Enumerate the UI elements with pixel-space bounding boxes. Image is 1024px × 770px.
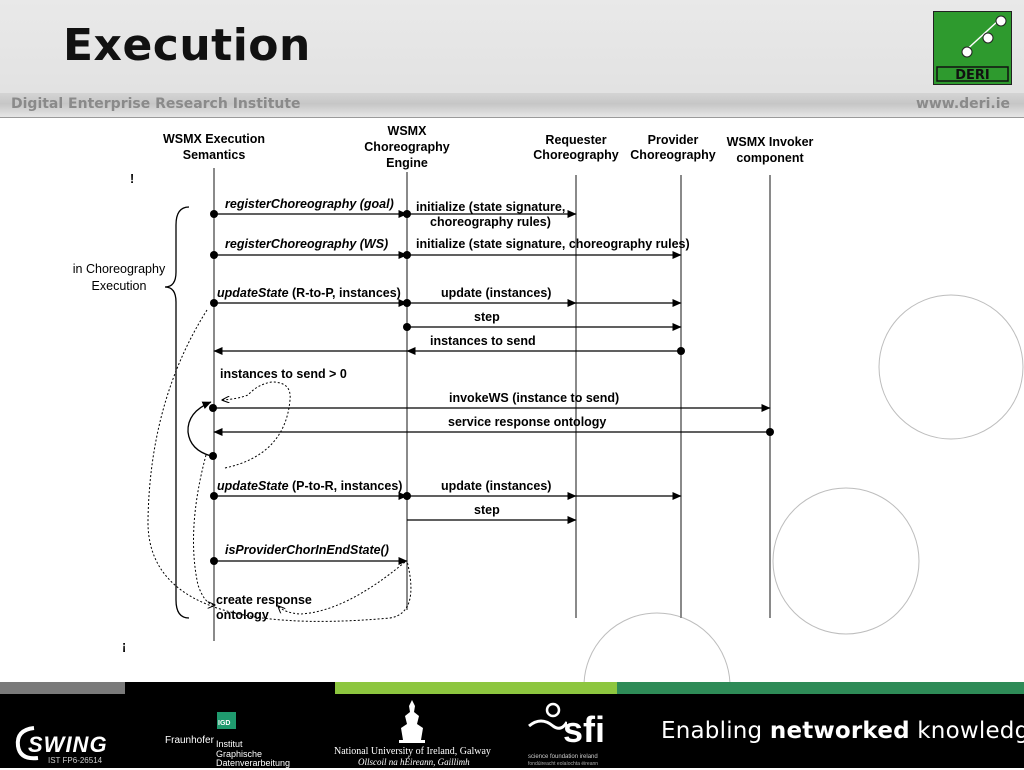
label-update-instances-1: update (instances) [441, 286, 551, 300]
sfi-line-1: science foundation ireland [528, 754, 598, 760]
message-arrows [213, 210, 771, 565]
header-execution-semantics-1: WSMX Execution [163, 132, 265, 146]
marker-bottom: ¡ [122, 639, 126, 653]
subtitle-bar [0, 93, 1024, 118]
marker-top: ! [130, 172, 134, 186]
nuig-line-1: National University of Ireland, Galway [334, 746, 491, 757]
dotted-loop-link [147, 309, 412, 622]
decorative-circles [583, 294, 1024, 682]
slide-header [0, 0, 1024, 93]
label-register-ws: registerChoreography (WS) [225, 237, 388, 251]
label-initialize-1-line2: choreography rules) [430, 215, 551, 229]
tagline-post: knowledge. [917, 718, 1024, 744]
dotted-end-link [278, 561, 406, 615]
dotted-links [147, 309, 412, 622]
footer-stripe-teal [617, 682, 1024, 694]
igd-line-1: Institut [216, 739, 243, 749]
label-update-state-1-args: (R-to-P, instances) [289, 286, 401, 300]
execution-bracket [164, 206, 190, 619]
fraunhofer-name: Fraunhofer [165, 735, 214, 746]
label-service-response: service response ontology [448, 415, 606, 429]
swing-logo: SWING IST FP6-26514 [12, 722, 112, 766]
website-url[interactable]: www.deri.ie [915, 96, 1010, 112]
label-update-state-1: updateState (R-to-P, instances) [217, 286, 401, 300]
label-update-state-1-fn: updateState [217, 286, 289, 300]
igd-badge: IGD [217, 712, 236, 729]
deri-logo: DERI [933, 11, 1012, 85]
label-instances-condition: instances to send > 0 [220, 367, 347, 381]
label-create-response-2: ontology [216, 608, 269, 622]
swing-logo-sub: IST FP6-26514 [48, 756, 103, 765]
label-step-1: step [474, 310, 500, 324]
header-provider-choreography-1: Provider [648, 133, 699, 147]
sfi-line-2: fondúireacht eolaíochta éireann [528, 761, 599, 767]
footer-tagline: Enabling networked knowledge. [661, 718, 1024, 744]
nuig-line-2: Ollscoil na hÉireann, Gaillimh [358, 757, 470, 767]
label-initialize-2: initialize (state signature, choreograph… [416, 237, 690, 251]
header-choreography-engine-2: Choreography [364, 140, 449, 154]
igd-line-3: Datenverarbeitung [216, 758, 291, 768]
dotted-create-link [193, 454, 216, 605]
sfi-logo-text: sfi [563, 709, 606, 750]
footer-stripe-black [125, 682, 335, 694]
institute-name: Digital Enterprise Research Institute [11, 96, 301, 112]
bracket-label-1: in Choreography [73, 262, 166, 276]
tagline-pre: Enabling [661, 718, 770, 744]
header-choreography-engine-3: Engine [386, 156, 428, 170]
label-is-provider-end: isProviderChorInEndState() [225, 543, 389, 557]
swing-logo-mark [15, 726, 39, 761]
bracket-label-2: Execution [92, 279, 147, 293]
label-update-state-2-args: (P-to-R, instances) [289, 479, 403, 493]
label-update-state-2-fn: updateState [217, 479, 289, 493]
swing-logo-text: SWING [28, 732, 108, 757]
header-execution-semantics-2: Semantics [183, 148, 246, 162]
header-invoker-component-1: WSMX Invoker [727, 135, 814, 149]
label-register-goal: registerChoreography (goal) [225, 197, 394, 211]
label-create-response-1: create response [216, 593, 312, 607]
nuig-crest [399, 700, 425, 743]
label-step-2: step [474, 503, 500, 517]
tagline-bold: networked [769, 718, 910, 744]
label-update-state-2: updateState (P-to-R, instances) [217, 479, 402, 493]
message-dots [209, 210, 774, 565]
dotted-condition-link [222, 381, 291, 469]
igd-line-2: Graphische [216, 749, 263, 759]
header-requester-choreography-1: Requester [545, 133, 606, 147]
header-invoker-component-2: component [736, 151, 804, 165]
slide-title: Execution [63, 20, 311, 71]
header-choreography-engine-1: WSMX [388, 124, 428, 138]
footer-stripe-gray [0, 682, 125, 694]
sequence-diagram: WSMX Execution Semantics WSMX Choreograp… [73, 124, 1024, 682]
loop-curve [187, 401, 212, 457]
igd-badge-text: IGD [218, 720, 231, 727]
header-requester-choreography-2: Choreography [533, 148, 618, 162]
label-instances-to-send: instances to send [430, 334, 536, 348]
deri-logo-text: DERI [955, 68, 990, 83]
label-update-instances-2: update (instances) [441, 479, 551, 493]
label-invoke-ws: invokeWS (instance to send) [449, 391, 619, 405]
footer-stripe-green [335, 682, 617, 694]
header-provider-choreography-2: Choreography [630, 148, 715, 162]
sfi-swirl-icon [528, 702, 567, 730]
footer-bar [0, 694, 1024, 768]
label-initialize-1-line1: initialize (state signature, [416, 200, 565, 214]
